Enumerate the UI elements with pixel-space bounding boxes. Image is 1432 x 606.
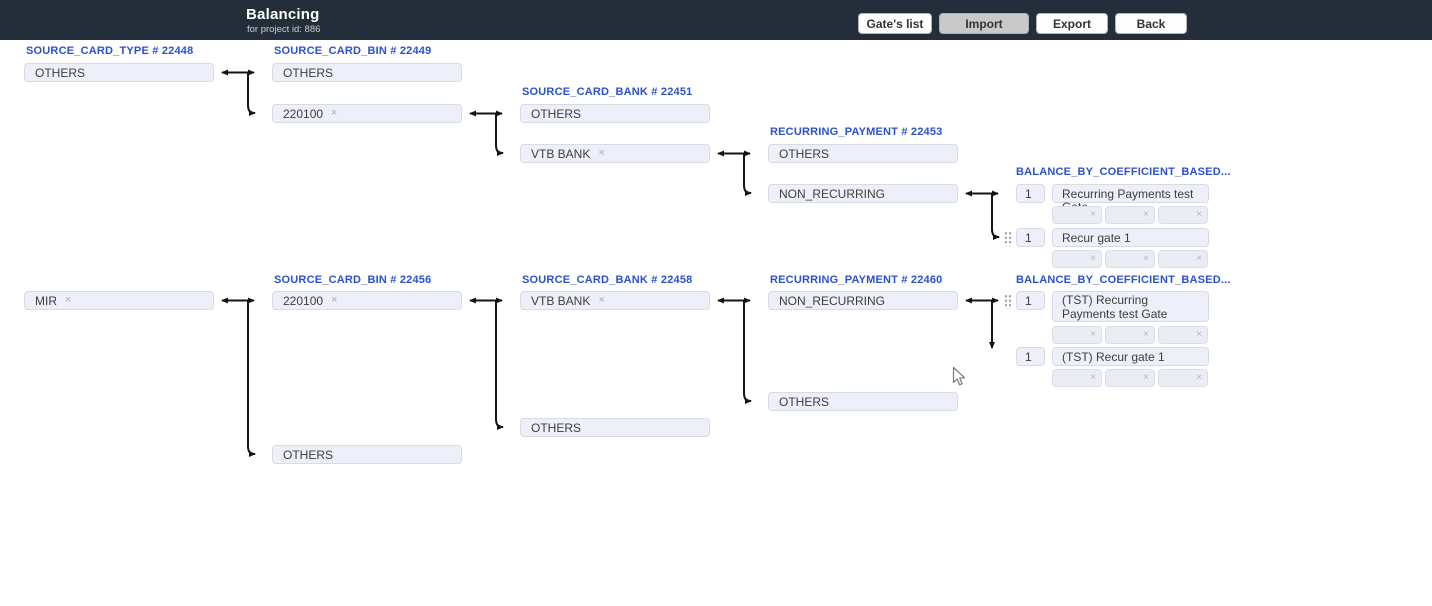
node-label: OTHERS: [283, 447, 334, 462]
gate-slot[interactable]: ×: [1052, 250, 1102, 268]
node-label: OTHERS: [35, 65, 86, 80]
page-subtitle: for project id: 886: [247, 24, 321, 35]
column-title-source-card-bin-22456: SOURCE_CARD_BIN # 22456: [274, 274, 432, 286]
node-bin-220100[interactable]: 220100 ×: [272, 104, 462, 123]
column-title-balance-1: BALANCE_BY_COEFFICIENT_BASED...: [1016, 166, 1231, 178]
column-title-source-card-bin-22449: SOURCE_CARD_BIN # 22449: [274, 45, 432, 57]
column-title-source-card-bank-22451: SOURCE_CARD_BANK # 22451: [522, 86, 693, 98]
node-label: OTHERS: [531, 106, 582, 121]
gate-slot[interactable]: ×: [1052, 326, 1102, 344]
page-title: Balancing: [246, 6, 320, 23]
remove-icon[interactable]: ×: [65, 294, 72, 306]
export-button[interactable]: Export: [1036, 13, 1108, 34]
remove-icon[interactable]: ×: [1143, 372, 1149, 383]
node-bank-others[interactable]: OTHERS: [520, 104, 710, 123]
node-bank-vtb[interactable]: VTB BANK ×: [520, 144, 710, 163]
node-bin-220100-r2[interactable]: 220100 ×: [272, 291, 462, 310]
node-non-recurring[interactable]: NON_RECURRING: [768, 184, 958, 203]
gate-slot[interactable]: ×: [1158, 206, 1208, 224]
node-label: 220100: [283, 293, 324, 308]
node-label: NON_RECURRING: [779, 293, 886, 308]
node-recurring-others-r2[interactable]: OTHERS: [768, 392, 958, 411]
mouse-cursor-icon: [952, 366, 966, 386]
gate-slot[interactable]: ×: [1105, 250, 1155, 268]
remove-icon[interactable]: ×: [598, 147, 605, 159]
remove-icon[interactable]: ×: [1090, 329, 1096, 340]
gates-list-button[interactable]: Gate's list: [858, 13, 932, 34]
gate-slot[interactable]: ×: [1158, 326, 1208, 344]
remove-icon[interactable]: ×: [1196, 209, 1202, 220]
remove-icon[interactable]: ×: [1196, 253, 1202, 264]
remove-icon[interactable]: ×: [1196, 372, 1202, 383]
node-bin-others[interactable]: OTHERS: [272, 63, 462, 82]
header-bar: Balancing for project id: 886 Gate's lis…: [0, 0, 1432, 40]
column-title-recurring-payment-22453: RECURRING_PAYMENT # 22453: [770, 126, 943, 138]
remove-icon[interactable]: ×: [1090, 209, 1096, 220]
node-source-card-type-others[interactable]: OTHERS: [24, 63, 214, 82]
column-title-balance-2: BALANCE_BY_COEFFICIENT_BASED...: [1016, 274, 1231, 286]
node-source-card-type-mir[interactable]: MIR ×: [24, 291, 214, 310]
node-label: NON_RECURRING: [779, 186, 886, 201]
gate-slot[interactable]: ×: [1158, 250, 1208, 268]
gate-name-recur-gate-1[interactable]: Recur gate 1: [1052, 228, 1209, 247]
node-label: OTHERS: [283, 65, 334, 80]
gate-slot[interactable]: ×: [1105, 326, 1155, 344]
remove-icon[interactable]: ×: [1143, 253, 1149, 264]
remove-icon[interactable]: ×: [1090, 253, 1096, 264]
toolbar: Gate's list Import Export Back: [858, 13, 1187, 34]
remove-icon[interactable]: ×: [331, 294, 338, 306]
column-title-recurring-payment-22460: RECURRING_PAYMENT # 22460: [770, 274, 943, 286]
node-label: VTB BANK: [531, 293, 591, 308]
gate-coefficient-input[interactable]: 1: [1016, 228, 1045, 247]
gate-name-tst-recurring-payments-test[interactable]: (TST) Recurring Payments test Gate: [1052, 291, 1209, 322]
remove-icon[interactable]: ×: [1196, 329, 1202, 340]
node-recurring-others[interactable]: OTHERS: [768, 144, 958, 163]
node-label: MIR: [35, 293, 57, 308]
gate-name-recurring-payments-test[interactable]: Recurring Payments test Gate: [1052, 184, 1209, 214]
gate-coefficient-input[interactable]: 1: [1016, 184, 1045, 203]
remove-icon[interactable]: ×: [1143, 209, 1149, 220]
node-label: VTB BANK: [531, 146, 591, 161]
gate-coefficient-input[interactable]: 1: [1016, 291, 1045, 310]
node-label: OTHERS: [531, 420, 582, 435]
drag-handle-icon[interactable]: [1004, 294, 1011, 309]
gate-slot[interactable]: ×: [1105, 206, 1155, 224]
remove-icon[interactable]: ×: [331, 107, 338, 119]
gate-name-tst-recur-gate-1[interactable]: (TST) Recur gate 1: [1052, 347, 1209, 366]
remove-icon[interactable]: ×: [1143, 329, 1149, 340]
remove-icon[interactable]: ×: [598, 294, 605, 306]
node-bank-vtb-r2[interactable]: VTB BANK ×: [520, 291, 710, 310]
node-label: OTHERS: [779, 394, 830, 409]
gate-slot[interactable]: ×: [1105, 369, 1155, 387]
back-button[interactable]: Back: [1115, 13, 1187, 34]
column-title-source-card-type-22448: SOURCE_CARD_TYPE # 22448: [26, 45, 194, 57]
gate-slot[interactable]: ×: [1052, 369, 1102, 387]
gate-coefficient-input[interactable]: 1: [1016, 347, 1045, 366]
import-button[interactable]: Import: [939, 13, 1029, 34]
node-bank-others-r2[interactable]: OTHERS: [520, 418, 710, 437]
gate-slot[interactable]: ×: [1052, 206, 1102, 224]
node-bin-others-r2[interactable]: OTHERS: [272, 445, 462, 464]
drag-handle-icon[interactable]: [1004, 231, 1011, 246]
node-non-recurring-r2[interactable]: NON_RECURRING: [768, 291, 958, 310]
node-label: OTHERS: [779, 146, 830, 161]
column-title-source-card-bank-22458: SOURCE_CARD_BANK # 22458: [522, 274, 693, 286]
gate-slot[interactable]: ×: [1158, 369, 1208, 387]
node-label: 220100: [283, 106, 324, 121]
remove-icon[interactable]: ×: [1090, 372, 1096, 383]
